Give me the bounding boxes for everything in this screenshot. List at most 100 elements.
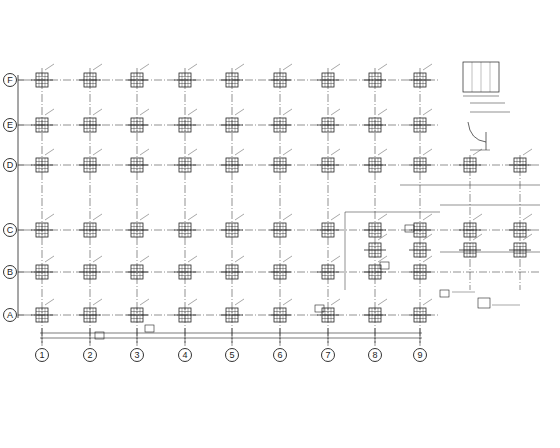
column-footing: [79, 299, 102, 322]
column-footing: [31, 149, 54, 172]
column-footing: [31, 64, 54, 87]
column-footing: [269, 256, 292, 279]
section-mark: [405, 225, 414, 232]
region-line: [345, 212, 346, 290]
region-line: [345, 212, 440, 213]
column-footing: [174, 214, 197, 237]
axis-tick: [18, 272, 24, 273]
grid-line: [185, 68, 186, 346]
grid-line: [137, 68, 138, 346]
column-footing: [364, 214, 387, 237]
footing-detail: [463, 62, 510, 150]
section-mark: [440, 290, 449, 297]
column-footing: [221, 299, 244, 322]
grid-bubble: 1: [35, 348, 49, 362]
axis-label: A: [7, 311, 13, 320]
axis-tick: [18, 230, 24, 231]
grid-line: [375, 68, 376, 346]
column-footing: [79, 149, 102, 172]
column-footing: [126, 64, 149, 87]
column-footing: [317, 149, 340, 172]
column-footing: [174, 256, 197, 279]
grid-line: [420, 68, 421, 346]
column-footing: [317, 109, 340, 132]
region-line: [440, 252, 540, 253]
column-footing: [409, 299, 432, 322]
section-mark: [145, 325, 154, 332]
column-footing: [79, 256, 102, 279]
grid-bubble: 2: [83, 348, 97, 362]
axis-label: 6: [277, 351, 282, 360]
grid-bubble: 6: [273, 348, 287, 362]
column-footing: [221, 214, 244, 237]
column-footing: [269, 299, 292, 322]
column-footing: [509, 149, 532, 172]
grid-line: [232, 68, 233, 346]
axis-label: 1: [39, 351, 44, 360]
region-line: [400, 185, 540, 186]
column-footing: [409, 64, 432, 87]
column-footing: [269, 214, 292, 237]
column-footing: [126, 109, 149, 132]
axis-tick: [18, 125, 24, 126]
axis-label: D: [7, 161, 14, 170]
column-footing: [509, 214, 532, 237]
column-footing: [459, 214, 482, 237]
grid-bubble: C: [3, 223, 17, 237]
column-footing: [31, 299, 54, 322]
column-footing: [126, 256, 149, 279]
column-footing: [459, 149, 482, 172]
grid-bubble: B: [3, 265, 17, 279]
axis-label: 5: [229, 351, 234, 360]
grid-bubble: F: [3, 73, 17, 87]
grid-bubble: D: [3, 158, 17, 172]
column-footing: [409, 256, 432, 279]
grid-bubble: 8: [368, 348, 382, 362]
column-footing: [31, 214, 54, 237]
column-footing: [221, 149, 244, 172]
axis-label: 3: [134, 351, 139, 360]
column-footing: [174, 109, 197, 132]
note-mark: [478, 298, 490, 308]
column-footing: [31, 256, 54, 279]
column-footing: [364, 256, 387, 279]
axis-tick: [18, 165, 24, 166]
grid-line: [280, 68, 281, 346]
grid-line: [520, 155, 521, 290]
axis-label: C: [7, 226, 14, 235]
grid-line: [24, 230, 540, 231]
column-footing: [269, 64, 292, 87]
column-footing: [221, 109, 244, 132]
column-footing: [317, 299, 340, 322]
column-footing: [221, 64, 244, 87]
column-footing: [317, 256, 340, 279]
grid-bubble: 9: [413, 348, 427, 362]
column-footing: [269, 149, 292, 172]
column-footing: [409, 234, 432, 257]
grid-bubble: 3: [130, 348, 144, 362]
column-footing: [31, 109, 54, 132]
note-line: [452, 292, 475, 293]
column-footing: [509, 234, 532, 257]
grid-line: [24, 315, 440, 316]
column-footing: [269, 109, 292, 132]
column-footing: [364, 64, 387, 87]
column-footing: [317, 214, 340, 237]
axis-label: F: [7, 76, 13, 85]
grid-bubble: A: [3, 308, 17, 322]
grid-bubble: E: [3, 118, 17, 132]
column-footing: [126, 299, 149, 322]
column-footing: [317, 64, 340, 87]
column-footing: [79, 64, 102, 87]
column-footing: [79, 109, 102, 132]
column-footing: [409, 109, 432, 132]
axis-tick: [18, 80, 24, 81]
axis-line: [18, 75, 19, 318]
grid-line: [328, 68, 329, 346]
grid-line: [24, 80, 440, 81]
region-line: [440, 205, 540, 206]
axis-label: 4: [182, 351, 187, 360]
axis-label: 8: [372, 351, 377, 360]
